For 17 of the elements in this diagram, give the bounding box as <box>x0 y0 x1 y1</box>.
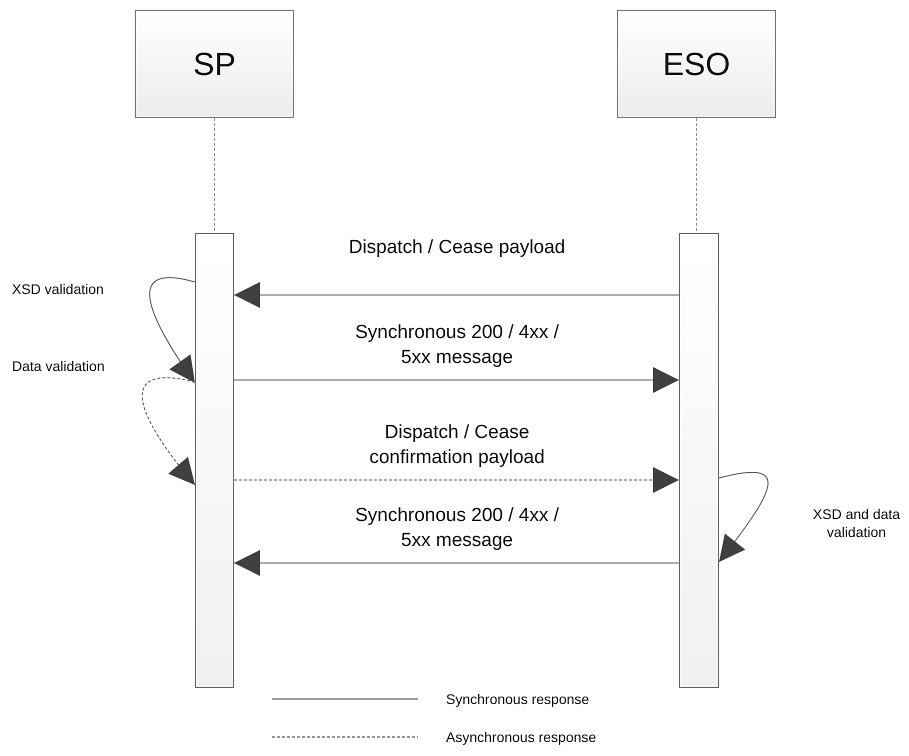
lifeline <box>696 118 697 234</box>
message-arrow <box>234 282 680 308</box>
self-call-arrow <box>142 377 196 486</box>
participant-name: SP <box>193 46 236 82</box>
self-call-arrow <box>718 472 768 562</box>
activation-bar <box>679 233 719 688</box>
message-arrow <box>234 467 680 493</box>
activation-bar <box>195 233 234 688</box>
legend-label: Asynchronous response <box>446 729 596 745</box>
participant-name: ESO <box>662 46 730 82</box>
message-arrow <box>234 550 680 576</box>
legend-label: Synchronous response <box>446 691 590 707</box>
self-call-arrow <box>150 277 196 384</box>
participant-box <box>135 10 294 118</box>
participant-box <box>617 10 776 118</box>
message-arrow <box>234 367 680 393</box>
lifeline <box>214 118 215 234</box>
